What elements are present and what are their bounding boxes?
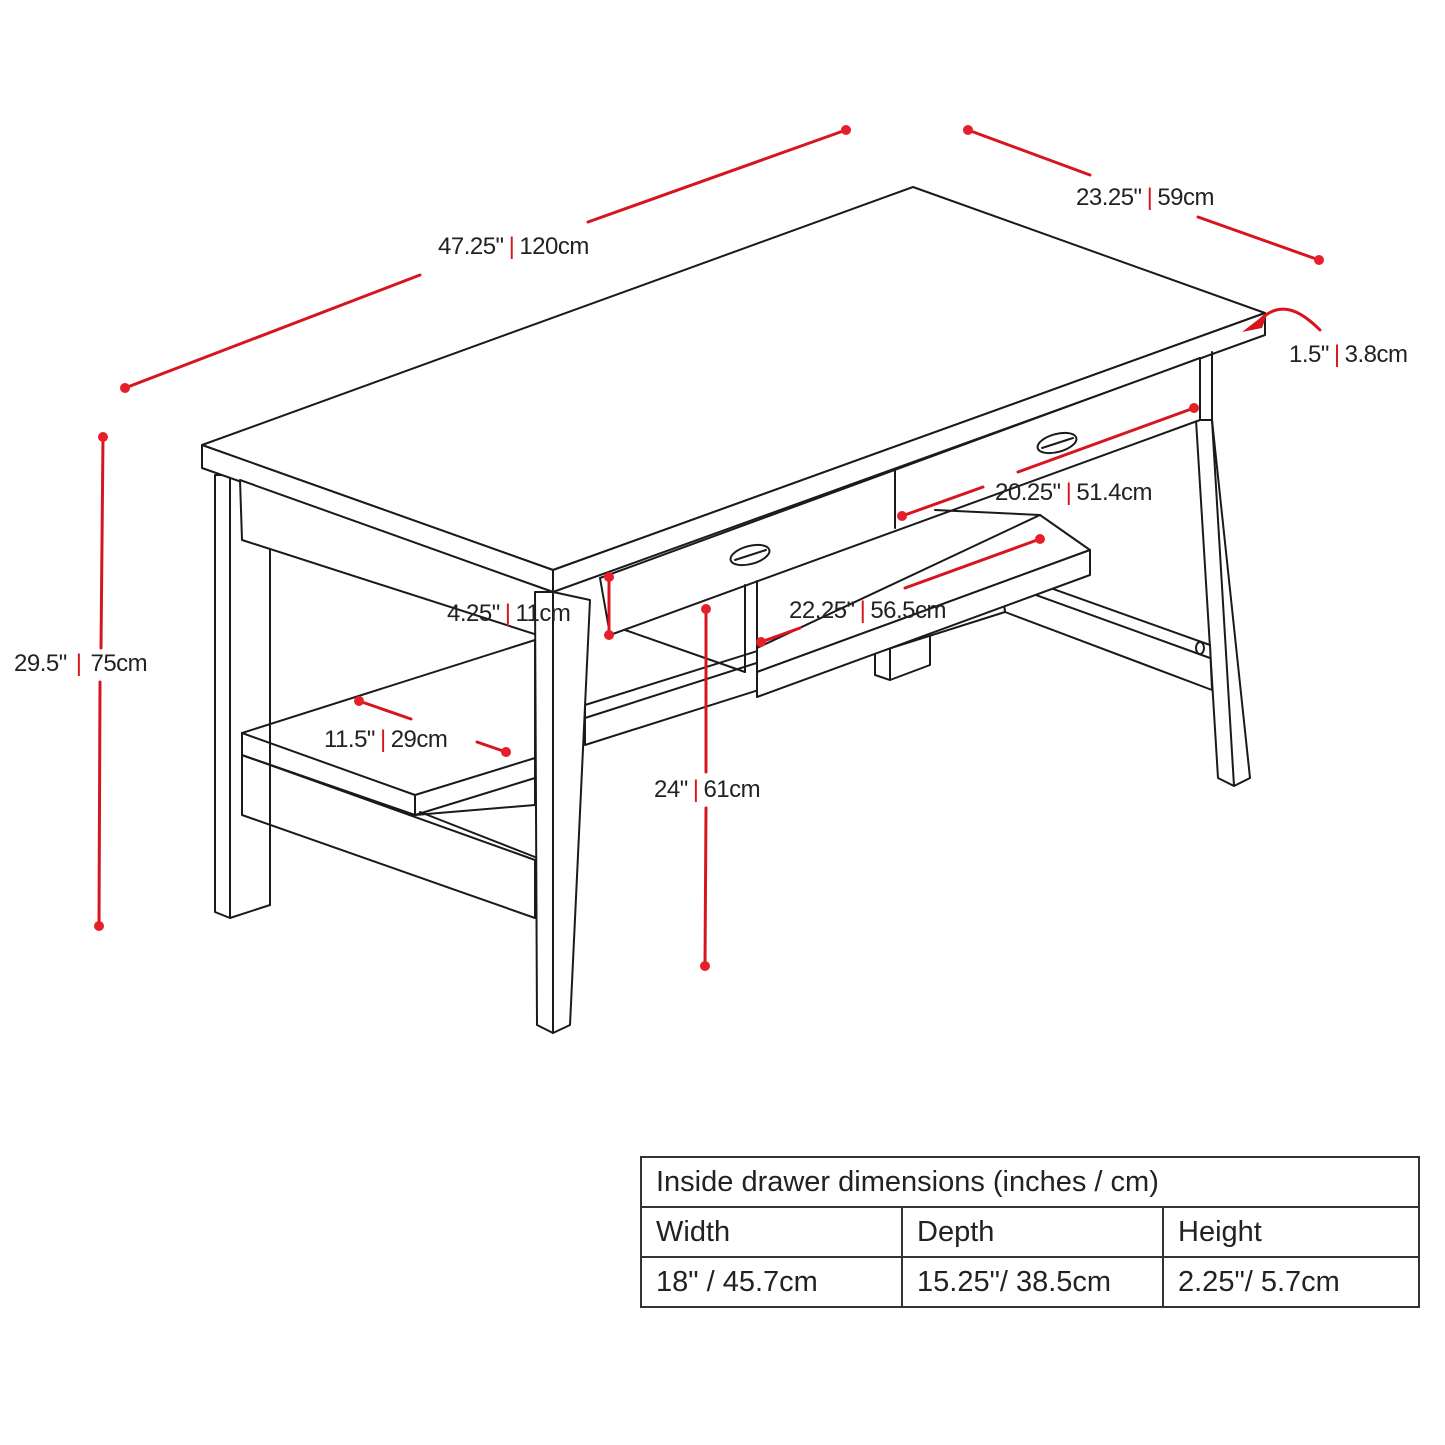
dimension-depth-line (963, 125, 1324, 265)
table-row: 18" / 45.7cm 15.25"/ 38.5cm 2.25"/ 5.7cm (640, 1256, 1420, 1308)
dimension-apron-height-line (604, 572, 614, 640)
dimension-top-thickness-arrow (1242, 307, 1322, 332)
value-height: 2.25"/ 5.7cm (1162, 1256, 1420, 1308)
drawer-pull-right (1036, 431, 1078, 455)
shelf-depth-cm: 29cm (390, 726, 448, 753)
front-right-leg (534, 591, 591, 1034)
height-cm: 75cm (90, 650, 148, 677)
label-height: 29.5" | 75cm (14, 650, 148, 677)
separator: | (1333, 341, 1340, 368)
dimension-knee-clearance-line (700, 604, 711, 971)
drawer-front-inches: 20.25" (995, 479, 1061, 506)
dimension-width-line (120, 125, 851, 393)
value-width: 18" / 45.7cm (640, 1256, 903, 1308)
shelf-width-cm: 56.5cm (870, 597, 947, 624)
apron-height-inches: 4.25" (447, 600, 500, 627)
separator: | (859, 597, 866, 624)
table-header-row: Width Depth Height (640, 1206, 1420, 1258)
knee-clearance-inches: 24" (654, 776, 688, 803)
separator: | (504, 600, 511, 627)
height-inches: 29.5" (14, 650, 67, 677)
back-right-leg (1195, 419, 1251, 787)
width-inches: 47.25" (438, 233, 504, 260)
dimension-drawer-front-line (897, 403, 1199, 521)
table-title-row: Inside drawer dimensions (inches / cm) (640, 1156, 1420, 1208)
left-side-stretcher (241, 754, 536, 919)
tabletop (201, 186, 1266, 593)
table-title: Inside drawer dimensions (inches / cm) (640, 1156, 1420, 1208)
label-apron-height: 4.25"|11cm (447, 600, 571, 627)
label-width: 47.25"|120cm (438, 235, 589, 259)
header-height: Height (1162, 1206, 1420, 1258)
header-depth: Depth (901, 1206, 1164, 1258)
separator: | (75, 650, 82, 677)
lower-left-shelf (241, 639, 536, 858)
top-thickness-cm: 3.8cm (1344, 341, 1408, 368)
shelf-width-inches: 22.25" (789, 597, 855, 624)
depth-inches: 23.25" (1076, 184, 1142, 211)
label-top-thickness: 1.5"|3.8cm (1289, 341, 1408, 368)
inside-drawer-dimensions-table: Inside drawer dimensions (inches / cm) W… (640, 1156, 1420, 1308)
separator: | (1065, 479, 1072, 506)
drawer-front-panel (599, 351, 1213, 636)
separator: | (508, 233, 515, 260)
header-width: Width (640, 1206, 903, 1258)
separator: | (1146, 184, 1153, 211)
separator: | (379, 726, 386, 753)
value-depth: 15.25"/ 38.5cm (901, 1256, 1164, 1308)
dimension-shelf-width-line (756, 534, 1045, 647)
label-shelf-width: 22.25"|56.5cm (789, 597, 947, 624)
knee-clearance-cm: 61cm (703, 776, 761, 803)
shelf-depth-inches: 11.5" (324, 726, 375, 753)
top-thickness-inches: 1.5" (1289, 341, 1329, 368)
label-knee-clearance: 24"|61cm (654, 776, 761, 803)
label-depth: 23.25"|59cm (1076, 186, 1214, 210)
dimension-shelf-depth-line (354, 696, 511, 757)
drawer-pull-left (729, 543, 771, 567)
drawer-front-cm: 51.4cm (1076, 479, 1153, 506)
dimension-height-line (94, 432, 108, 931)
label-shelf-depth: 11.5"|29cm (324, 726, 448, 753)
label-drawer-front: 20.25"|51.4cm (995, 479, 1153, 506)
separator: | (692, 776, 699, 803)
width-cm: 120cm (519, 233, 589, 260)
depth-cm: 59cm (1157, 184, 1214, 211)
upper-right-shelf (756, 509, 1091, 698)
apron-height-cm: 11cm (515, 600, 571, 627)
